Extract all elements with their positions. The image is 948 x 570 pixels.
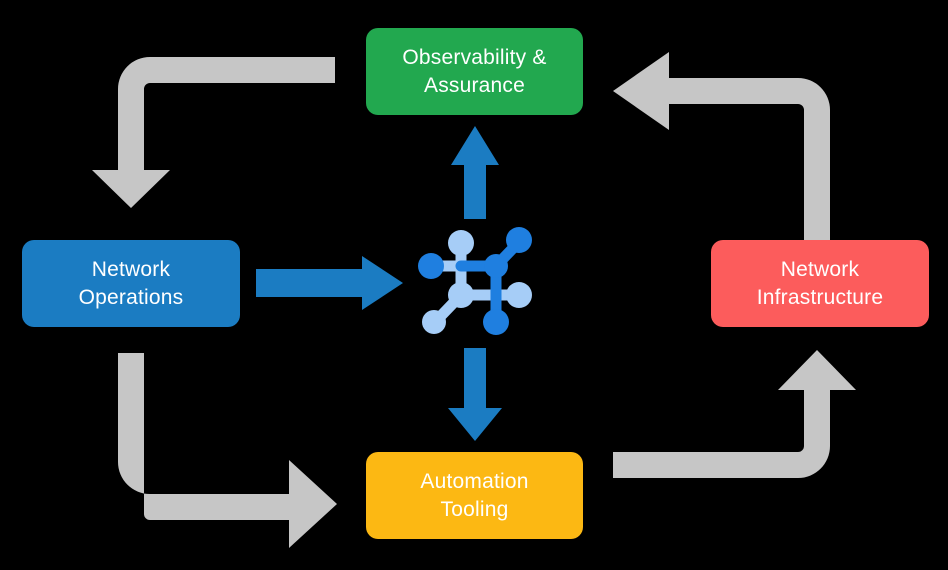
arrow-operations-to-center [256,256,403,310]
arrow-center-to-observability [451,126,499,219]
arrow-operations-to-automation [118,353,337,548]
arrow-center-to-automation [448,348,502,441]
network-topology-icon [418,227,532,335]
node-network-operations[interactable]: Network Operations [22,240,240,327]
arrow-automation-to-infrastructure [613,350,856,478]
arrow-observability-to-operations [92,57,335,208]
node-network-infrastructure[interactable]: Network Infrastructure [711,240,929,327]
node-observability-assurance[interactable]: Observability & Assurance [366,28,583,115]
node-automation-tooling[interactable]: Automation Tooling [366,452,583,539]
arrow-infrastructure-to-observability [613,52,830,240]
